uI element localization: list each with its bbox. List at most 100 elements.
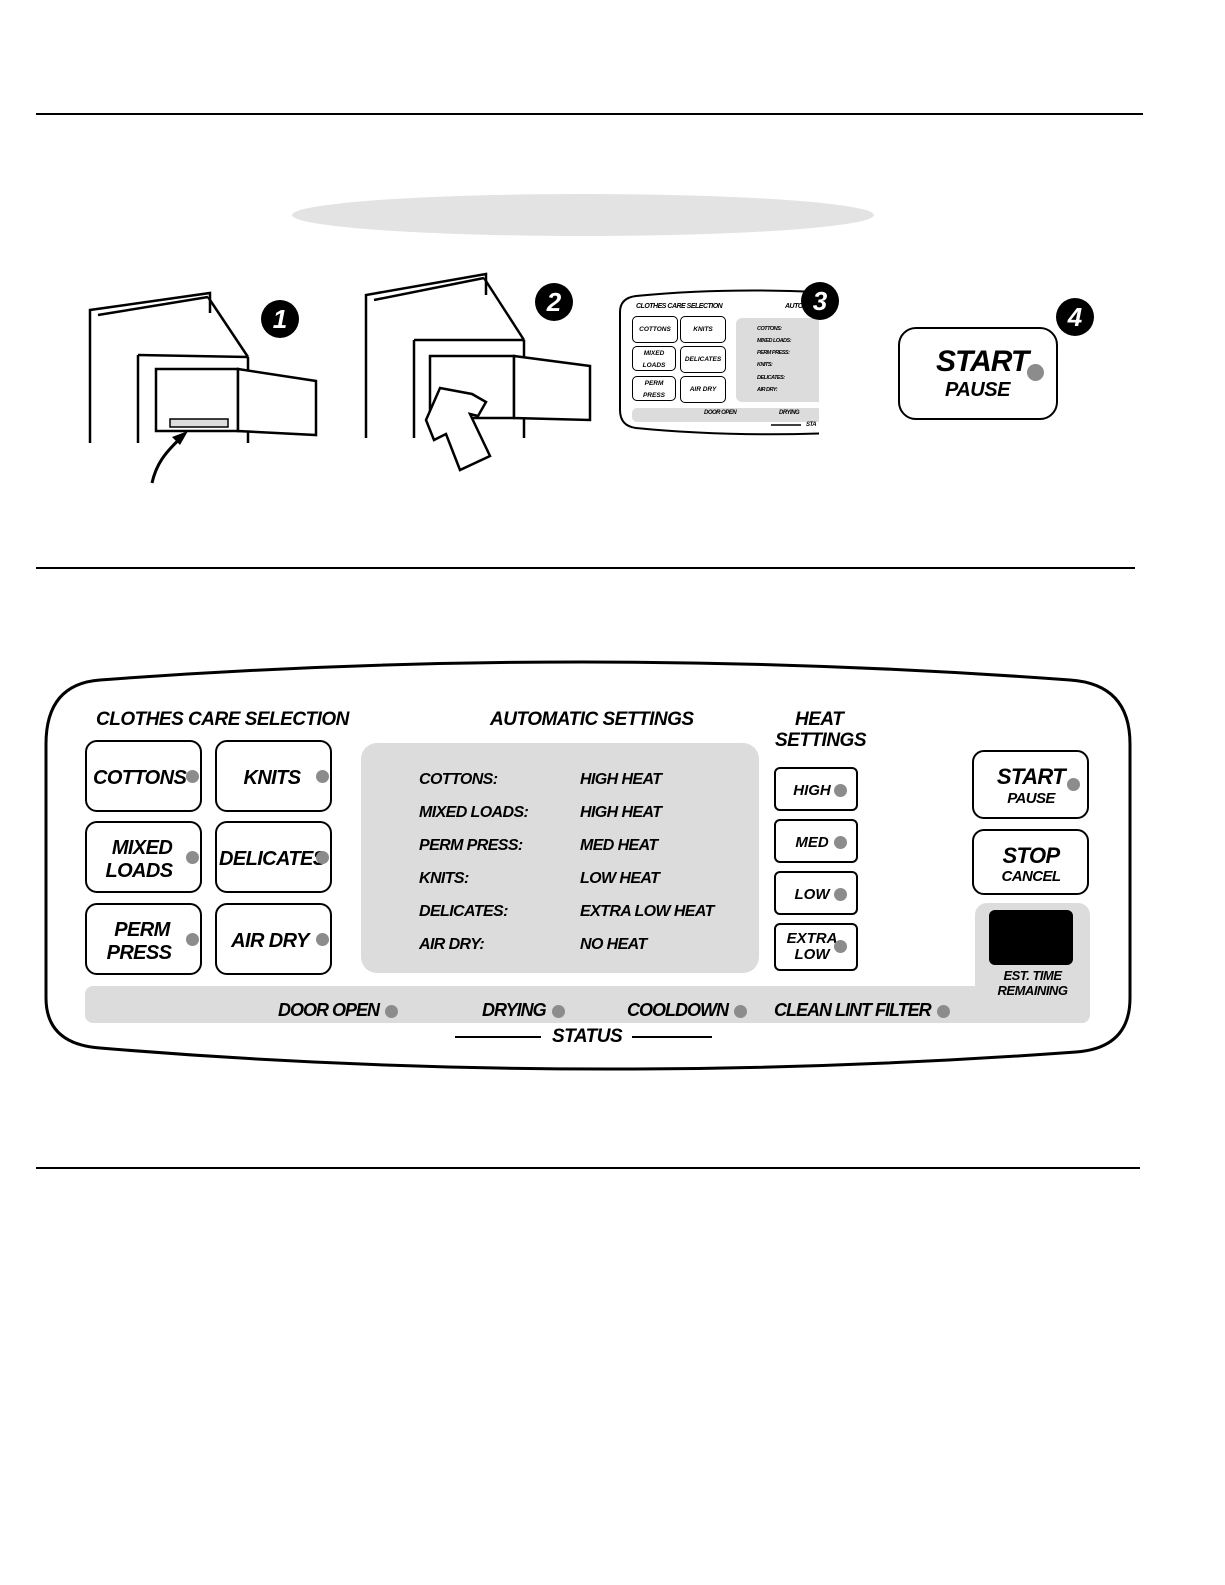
mixed-label-line2: LOADS [105, 860, 173, 882]
thumb-key-delicates: DELICATES [680, 346, 726, 373]
thumb-auto-heading: AUTO [785, 303, 803, 310]
status-line-right [632, 1036, 712, 1038]
time-display [989, 910, 1073, 965]
stop-label: STOP [1002, 843, 1060, 868]
section-rule-bottom [36, 1167, 1140, 1169]
heat-low-button[interactable]: LOW [774, 871, 858, 915]
step-2-badge: 2 [535, 283, 573, 321]
heat-med-button[interactable]: MED [774, 819, 858, 863]
thumb-key-cottons: COTTONS [632, 316, 678, 343]
setting-row-1-cycle: COTTONS: [419, 771, 498, 788]
step4-start-pause-button: START PAUSE [898, 327, 1058, 420]
heat-high-button[interactable]: HIGH [774, 767, 858, 811]
air-dry-label: AIR DRY [231, 930, 309, 952]
setting-row-4-cycle: KNITS: [419, 870, 469, 887]
pause-label: PAUSE [1007, 790, 1055, 807]
thumb-setting-3: PERM PRESS: [757, 350, 790, 356]
start-label: START [996, 764, 1066, 789]
thumb-status-door-open: DOOR OPEN [704, 410, 737, 416]
mixed-loads-button[interactable]: MIXED LOADS [85, 821, 202, 893]
thumb-settings-box [736, 318, 819, 402]
setting-row-1-heat: HIGH HEAT [580, 771, 662, 788]
thumb-setting-1: COTTONS: [757, 326, 782, 332]
stop-cancel-button[interactable]: STOP CANCEL [972, 829, 1089, 895]
perm-label-line2: PRESS [106, 942, 172, 964]
heat-low-led [834, 888, 847, 901]
air-dry-button[interactable]: AIR DRY [215, 903, 332, 975]
drying-led [551, 1004, 565, 1018]
cottons-label: COTTONS [93, 767, 187, 789]
status-door-open: DOOR OPEN [278, 1000, 399, 1021]
step-1-badge: 1 [261, 300, 299, 338]
thumb-key-mixed-loads: MIXED LOADS [632, 346, 676, 371]
air-dry-led [316, 933, 329, 946]
start-led [1067, 778, 1080, 791]
heat-settings-group: HIGH MED LOW EXTRA LOW [774, 767, 860, 972]
clean-lint-led [936, 1004, 950, 1018]
heat-extra-low-label-line1: EXTRA [786, 930, 838, 947]
thumb-status-label: STA [806, 422, 817, 428]
perm-press-button[interactable]: PERM PRESS [85, 903, 202, 975]
mixed-loads-led [186, 851, 199, 864]
step4-start-label: START [936, 345, 1029, 378]
thumb-setting-5: DELICATES: [757, 375, 785, 381]
heat-high-label: HIGH [793, 782, 831, 799]
heat-high-led [834, 784, 847, 797]
knits-led [316, 770, 329, 783]
thumb-key-air-dry: AIR DRY [680, 376, 726, 403]
door-open-led [385, 1004, 399, 1018]
thumb-key-perm-press: PERM PRESS [632, 376, 676, 401]
heat-med-led [834, 836, 847, 849]
cottons-button[interactable]: COTTONS [85, 740, 202, 812]
heat-low-label: LOW [794, 886, 830, 903]
drying-label: DRYING [482, 1000, 547, 1020]
knits-label: KNITS [243, 767, 301, 789]
setting-row-5-cycle: DELICATES: [419, 903, 508, 920]
setting-row-3-heat: MED HEAT [580, 837, 658, 854]
heat-extra-low-button[interactable]: EXTRA LOW [774, 923, 858, 971]
cottons-led [186, 770, 199, 783]
delicates-label: DELICATES [219, 848, 326, 870]
step-4-badge: 4 [1056, 298, 1094, 336]
clothes-care-heading: CLOTHES CARE SELECTION [96, 709, 349, 730]
heat-extra-low-label-line2: LOW [794, 946, 830, 963]
delicates-led [316, 851, 329, 864]
automatic-settings-heading: AUTOMATIC SETTINGS [490, 709, 694, 730]
setting-row-6-cycle: AIR DRY: [419, 936, 485, 953]
setting-row-3-cycle: PERM PRESS: [419, 837, 523, 854]
knits-button[interactable]: KNITS [215, 740, 332, 812]
status-bar [85, 986, 1090, 1023]
section-rule-top [36, 113, 1143, 115]
heat-extra-low-led [834, 940, 847, 953]
heat-med-label: MED [795, 834, 829, 851]
cooldown-led [733, 1004, 747, 1018]
thumb-status-drying: DRYING [779, 410, 800, 416]
thumb-key-knits: KNITS [680, 316, 726, 343]
thumb-clothes-care-heading: CLOTHES CARE SELECTION [636, 303, 723, 310]
remaining-label: REMAINING [997, 983, 1068, 998]
header-banner [292, 194, 874, 236]
delicates-button[interactable]: DELICATES [215, 821, 332, 893]
thumb-setting-2: MIXED LOADS: [757, 338, 792, 344]
heat-settings-heading-line2: SETTINGS [775, 730, 867, 751]
thumb-keys: COTTONS KNITS MIXED LOADS DELICATES PERM… [632, 316, 732, 406]
cancel-label: CANCEL [1001, 868, 1062, 885]
step4-pause-label: PAUSE [945, 379, 1010, 401]
step-3-badge: 3 [801, 282, 839, 320]
thumb-setting-6: AIR DRY: [757, 387, 778, 393]
start-pause-button[interactable]: START PAUSE [972, 750, 1089, 819]
thumb-setting-4: KNITS: [757, 362, 773, 368]
setting-row-4-heat: LOW HEAT [580, 870, 660, 887]
status-cooldown: COOLDOWN [627, 1000, 747, 1021]
heat-settings-heading-line1: HEAT [795, 709, 844, 730]
automatic-settings-box: COTTONS: HIGH HEAT MIXED LOADS: HIGH HEA… [361, 743, 759, 973]
door-open-label: DOOR OPEN [278, 1000, 380, 1020]
setting-row-2-heat: HIGH HEAT [580, 804, 662, 821]
step3-panel-thumbnail: CLOTHES CARE SELECTION AUTO COTTONS KNIT… [616, 282, 819, 440]
section-rule-middle [36, 567, 1135, 569]
perm-label-line1: PERM [114, 919, 170, 941]
clean-lint-label: CLEAN LINT FILTER [774, 1000, 932, 1020]
step2-dryer-illustration [364, 272, 592, 472]
cooldown-label: COOLDOWN [627, 1000, 729, 1020]
perm-press-led [186, 933, 199, 946]
